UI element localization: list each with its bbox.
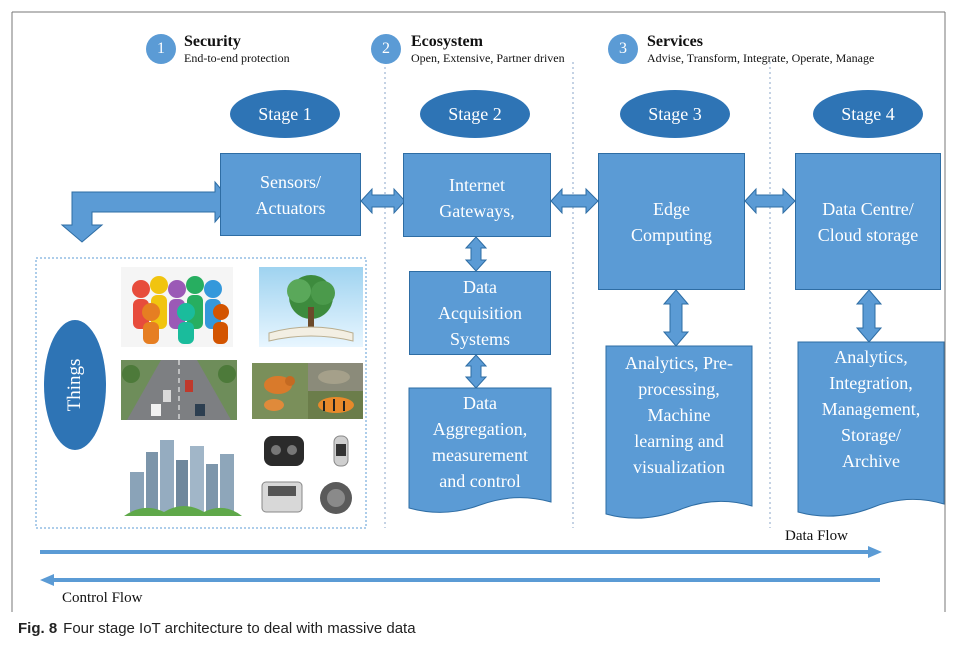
city-buildings-image xyxy=(124,432,242,516)
caption-text: Four stage IoT architecture to deal with… xyxy=(63,620,416,637)
double-arrow-stage2-3 xyxy=(550,187,599,215)
bent-arrow-to-things xyxy=(60,180,233,243)
aggregation-line-2: Aggregation, xyxy=(432,419,528,439)
header-ecosystem-subtitle: Open, Extensive, Partner driven xyxy=(411,51,565,65)
double-arrow-stage1-2 xyxy=(360,187,406,215)
vertical-arrow-datacentre-analytics xyxy=(855,289,883,343)
header-ecosystem-title: Ecosystem xyxy=(411,33,483,50)
sensors-actuators-box: Sensors/Actuators xyxy=(220,153,361,236)
analytics4-line-3: Management, xyxy=(821,399,921,419)
edge-line-1: Edge xyxy=(653,198,690,219)
control-flow-label: Control Flow xyxy=(62,590,143,606)
aggregation-line-3: measurement xyxy=(432,445,528,465)
header-services: Services Advise, Transform, Integrate, O… xyxy=(647,33,874,66)
stage-2-oval: Stage 2 xyxy=(420,90,530,138)
datacentre-line-2: Cloud storage xyxy=(817,224,919,245)
daq-line-2: Acquisition xyxy=(438,303,522,323)
things-label: Things xyxy=(64,358,85,412)
analytics-stage4-text: Analytics, Integration, Management, Stor… xyxy=(798,344,944,474)
caption-prefix: Fig. 8 xyxy=(18,620,58,637)
header-services-subtitle: Advise, Transform, Integrate, Operate, M… xyxy=(647,51,875,65)
header-security-subtitle: End-to-end protection xyxy=(184,51,290,65)
animals-image xyxy=(252,363,363,419)
analytics4-line-1: Analytics, xyxy=(834,347,908,367)
stage-1-oval: Stage 1 xyxy=(230,90,340,138)
analytics3-line-5: visualization xyxy=(633,457,725,477)
people-crowd-image xyxy=(121,267,233,347)
vertical-arrow-edge-analytics xyxy=(662,289,690,347)
analytics-stage3-text: Analytics, Pre- processing, Machine lear… xyxy=(606,350,752,480)
daq-line-1: Data xyxy=(463,277,497,297)
gateways-line-2: Gateways, xyxy=(439,201,515,221)
vertical-arrow-daq-aggregation xyxy=(464,354,488,389)
daq-line-3: Systems xyxy=(449,329,510,349)
analytics4-line-2: Integration, xyxy=(829,373,913,393)
data-centre-box: Data Centre/Cloud storage xyxy=(795,153,941,290)
analytics3-line-1: Analytics, Pre- xyxy=(625,353,733,373)
sensors-line-1: Sensors/ xyxy=(259,171,321,192)
gateways-line-1: Internet xyxy=(449,175,505,195)
document-shape-aggregation xyxy=(408,387,552,513)
header-number-2: 2 xyxy=(371,34,401,64)
smart-devices-image xyxy=(258,432,362,518)
things-container xyxy=(35,257,367,529)
data-flow-arrowhead xyxy=(868,546,882,558)
aggregation-line-1: Data xyxy=(463,393,497,413)
analytics3-line-3: Machine xyxy=(647,405,711,425)
datacentre-line-1: Data Centre/ xyxy=(822,198,914,219)
header-services-title: Services xyxy=(647,33,703,50)
stage-4-oval: Stage 4 xyxy=(813,90,923,138)
control-flow-arrowhead xyxy=(40,574,54,586)
analytics4-line-5: Archive xyxy=(842,451,900,471)
aggregation-line-4: and control xyxy=(439,471,521,491)
stage-3-oval: Stage 3 xyxy=(620,90,730,138)
analytics3-line-4: learning and xyxy=(634,431,724,451)
sensors-line-2: Actuators xyxy=(255,197,326,218)
data-flow-label: Data Flow xyxy=(785,528,848,544)
figure-caption: Fig. 8 Four stage IoT architecture to dea… xyxy=(18,620,416,637)
header-security-title: Security xyxy=(184,33,241,50)
header-security: Security End-to-end protection xyxy=(184,33,290,66)
edge-line-2: Computing xyxy=(630,224,712,245)
header-ecosystem: Ecosystem Open, Extensive, Partner drive… xyxy=(411,33,565,66)
things-oval xyxy=(44,320,106,450)
header-number-1: 1 xyxy=(146,34,176,64)
analytics4-line-4: Storage/ xyxy=(841,425,901,445)
document-shape-analytics3 xyxy=(605,345,753,519)
analytics3-line-2: processing, xyxy=(638,379,720,399)
aggregation-text: Data Aggregation, measurement and contro… xyxy=(409,390,551,494)
vertical-arrow-gateway-daq xyxy=(464,236,488,272)
header-number-3: 3 xyxy=(608,34,638,64)
traffic-road-image xyxy=(121,360,237,420)
document-shape-analytics4 xyxy=(797,341,945,517)
tree-book-image xyxy=(259,267,363,347)
